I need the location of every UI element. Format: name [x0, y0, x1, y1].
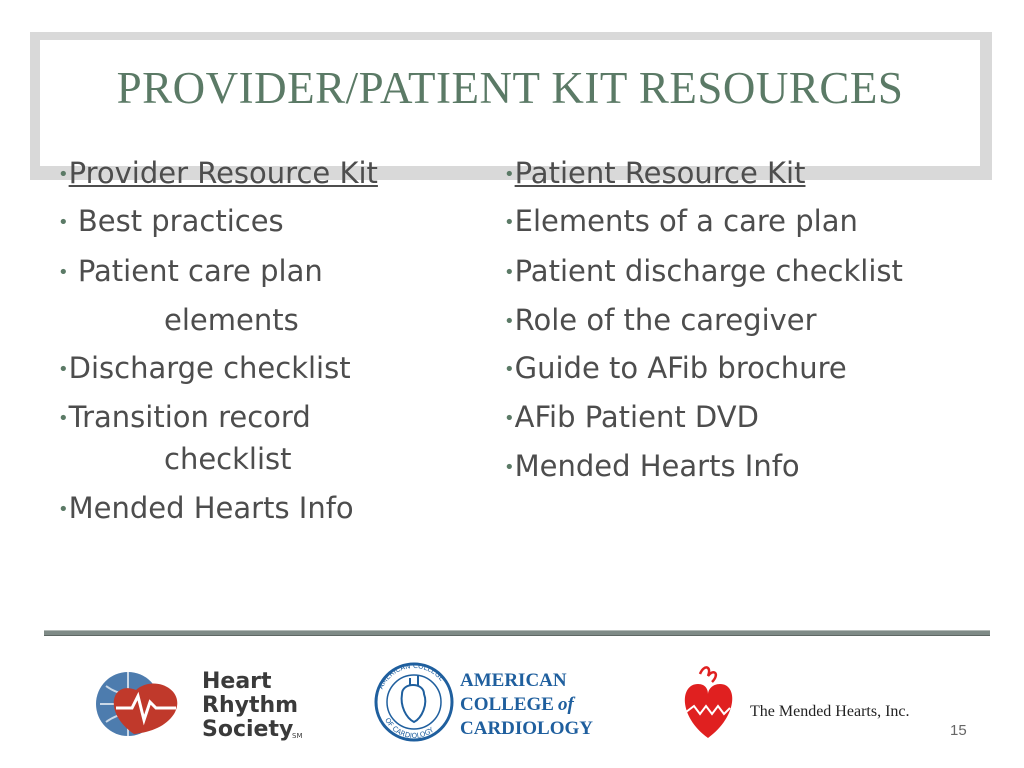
list-item: •AFib Patient DVD: [504, 400, 759, 434]
bullet-icon: •: [58, 408, 69, 429]
bullet-icon: •: [504, 359, 515, 380]
list-item: •Transition record: [58, 400, 311, 434]
list-item: •Discharge checklist: [58, 351, 351, 385]
bullet-icon: •: [58, 212, 69, 233]
bullet-icon: •: [504, 408, 515, 429]
mended-hearts-logo: The Mended Hearts, Inc.: [678, 660, 948, 744]
svg-text:SM: SM: [292, 732, 302, 740]
list-item: •Patient discharge checklist: [504, 254, 903, 288]
provider-heading-row: •Provider Resource Kit: [58, 156, 378, 192]
svg-text:of: of: [558, 694, 576, 715]
bullet-icon: •: [58, 499, 69, 520]
bullet-icon: •: [58, 359, 69, 380]
bullet-icon: •: [504, 457, 515, 478]
svg-text:Rhythm: Rhythm: [202, 693, 298, 718]
svg-text:Heart: Heart: [202, 669, 272, 694]
mended-hearts-logo-graphic: The Mended Hearts, Inc.: [684, 666, 910, 738]
list-item: • Best practices: [58, 204, 284, 238]
bullet-icon: •: [58, 164, 69, 185]
acc-logo: AMERICAN COLLEGE OF CARDIOLOGY AMERICAN …: [372, 660, 628, 744]
svg-text:Society: Society: [202, 717, 293, 742]
list-item: • Patient care plan: [58, 254, 323, 288]
hrs-logo-graphic: Heart Rhythm Society SM: [92, 662, 308, 742]
list-item-continuation: checklist: [164, 442, 292, 476]
bullet-icon: •: [504, 311, 515, 332]
list-item: •Guide to AFib brochure: [504, 351, 847, 385]
list-item: •Mended Hearts Info: [58, 491, 354, 525]
footer-divider: [44, 630, 990, 636]
svg-text:The Mended Hearts, Inc.: The Mended Hearts, Inc.: [750, 703, 910, 720]
bullet-icon: •: [504, 262, 515, 283]
provider-heading: Provider Resource Kit: [68, 156, 378, 190]
slide-title: PROVIDER/PATIENT KIT RESOURCES: [116, 63, 904, 113]
list-item: •Elements of a care plan: [504, 204, 858, 238]
list-item-continuation: elements: [164, 303, 299, 337]
svg-text:AMERICAN: AMERICAN: [460, 670, 567, 691]
list-item: •Role of the caregiver: [504, 303, 817, 337]
title-background: [40, 40, 980, 166]
svg-text:CARDIOLOGY: CARDIOLOGY: [460, 718, 593, 739]
patient-heading: Patient Resource Kit: [514, 156, 806, 190]
bullet-icon: •: [504, 164, 515, 185]
bullet-icon: •: [504, 212, 515, 233]
svg-text:COLLEGE: COLLEGE: [460, 694, 554, 715]
bullet-icon: •: [58, 262, 69, 283]
list-item: •Mended Hearts Info: [504, 449, 800, 483]
heart-rhythm-society-logo: Heart Rhythm Society SM: [92, 662, 308, 742]
acc-logo-graphic: AMERICAN COLLEGE OF CARDIOLOGY AMERICAN …: [374, 662, 593, 742]
patient-heading-row: •Patient Resource Kit: [504, 156, 805, 192]
page-number: 15: [950, 722, 967, 739]
